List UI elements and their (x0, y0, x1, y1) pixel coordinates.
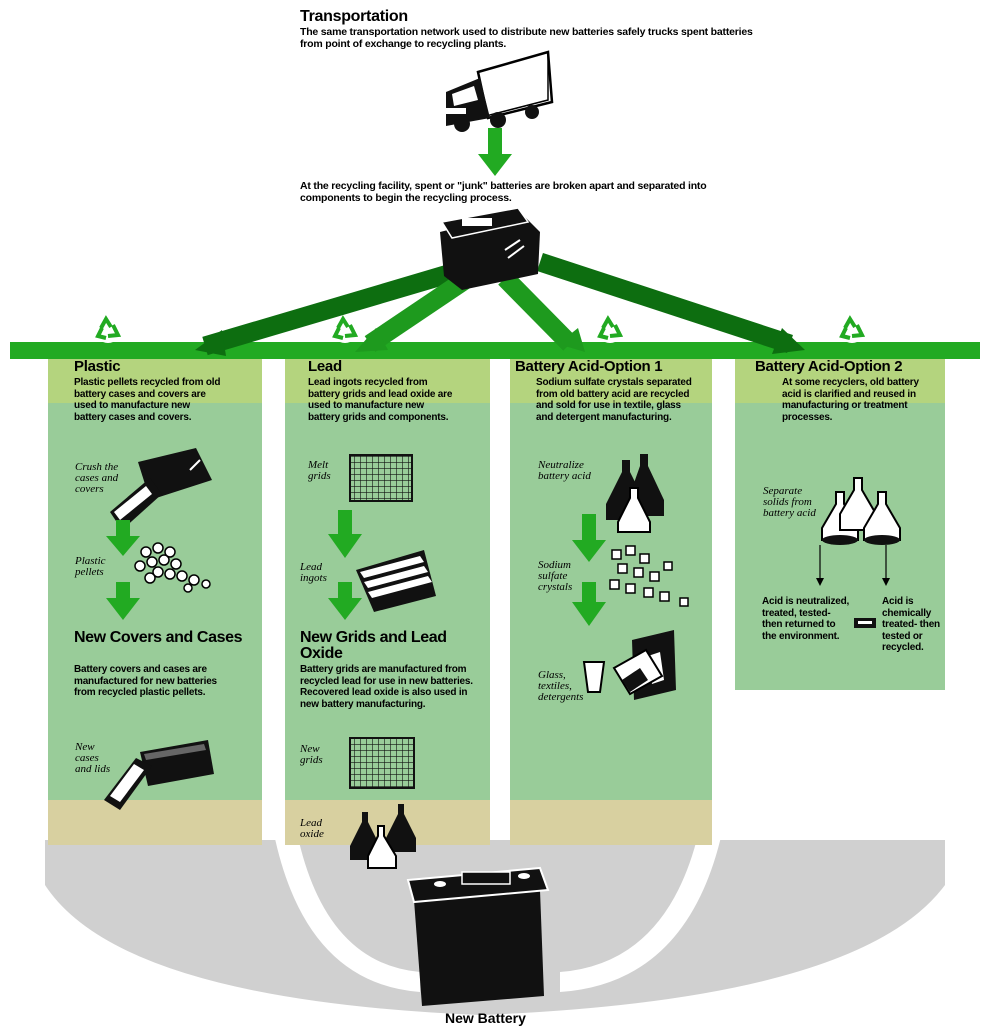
plastic-pellets-icon (134, 542, 211, 593)
down-arrow (328, 510, 362, 558)
lead-description: Lead ingots recycled from battery grids … (308, 377, 453, 423)
acid2-branch-right: Acid is chemically treated- then tested … (882, 596, 940, 653)
facility-description: At the recycling facility, spent or "jun… (300, 180, 707, 204)
acid1-step-products: Glass, textiles, detergents (538, 669, 584, 703)
acid2-branch-left: Acid is neutralized, treated, tested- th… (762, 596, 850, 642)
separating-bottles-icon (816, 477, 901, 628)
grid-icon (349, 454, 413, 502)
lead-step-new-grids: New grids (300, 743, 323, 766)
plastic-step-crush: Crush the cases and covers (75, 461, 119, 495)
recycle-icon (595, 315, 625, 345)
recycle-icon (93, 315, 123, 345)
down-arrow (106, 520, 140, 556)
transportation-description: The same transportation network used to … (300, 26, 753, 50)
plastic-step-new-cases: New cases and lids (75, 741, 111, 775)
truck-icon (446, 50, 554, 132)
acid2-description: At some recyclers, old battery acid is c… (782, 377, 919, 423)
acid1-title: Battery Acid-Option 1 (515, 358, 663, 375)
plastic-result-description: Battery covers and cases are manufacture… (74, 664, 217, 698)
new-case-icon (104, 740, 214, 810)
products-icon (582, 630, 676, 700)
junk-battery-icon (440, 207, 540, 290)
sodium-crystals-icon (609, 545, 689, 607)
plastic-description: Plastic pellets recycled from old batter… (74, 377, 221, 423)
acid2-title: Battery Acid-Option 2 (755, 358, 903, 375)
new-battery-label: New Battery (445, 1010, 526, 1026)
grid-icon (349, 737, 415, 789)
lead-result-title: New Grids and Lead Oxide (300, 629, 447, 662)
down-arrow (572, 582, 606, 626)
return-channel-left (262, 350, 420, 992)
lead-title: Lead (308, 358, 342, 375)
lead-oxide-bottles-icon (350, 804, 416, 869)
return-channel-right (560, 350, 735, 992)
plastic-result-title: New Covers and Cases (74, 629, 243, 646)
new-battery-icon (406, 866, 550, 1006)
acid1-step-neutralize: Neutralize battery acid (538, 459, 591, 482)
lead-step-ingots: Lead ingots (300, 561, 327, 584)
plastic-title: Plastic (74, 358, 121, 375)
recycle-icon (330, 315, 360, 345)
acid2-step-separate: Separate solids from battery acid (763, 485, 816, 519)
down-arrow (478, 128, 512, 176)
plastic-step-pellets: Plastic pellets (75, 555, 106, 578)
transportation-title: Transportation (300, 8, 408, 25)
acid1-description: Sodium sulfate crystals separated from o… (536, 377, 692, 423)
panel-acid-1 (510, 355, 712, 845)
acid1-step-crystals: Sodium sulfate crystals (538, 559, 573, 593)
return-channel-center (490, 350, 510, 830)
recycle-icon (837, 315, 867, 345)
down-arrow (328, 582, 362, 620)
down-arrow (572, 514, 606, 562)
bottles-icon (606, 454, 664, 533)
crushed-case-icon (110, 448, 212, 530)
lead-step-melt: Melt grids (308, 459, 331, 482)
distribution-arrows (195, 252, 805, 356)
lead-result-description: Battery grids are manufactured from recy… (300, 664, 473, 710)
lead-step-oxide: Lead oxide (300, 817, 324, 840)
down-arrow (106, 582, 140, 620)
lead-ingots-icon (356, 550, 436, 612)
distribution-bar (10, 342, 980, 359)
